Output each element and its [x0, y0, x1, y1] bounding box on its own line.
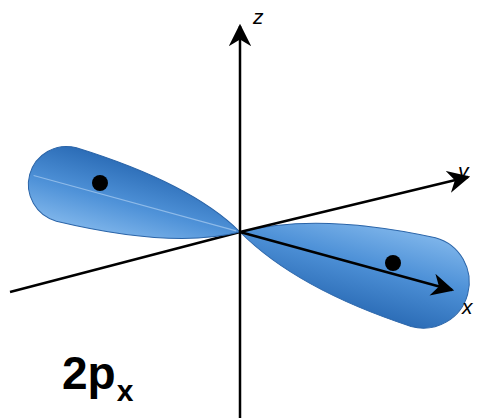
- orbital-lobe: [228, 188, 480, 339]
- orbital-subscript: x: [117, 376, 134, 406]
- orbital-name: 2p: [62, 350, 116, 396]
- lobe-dot: [92, 175, 108, 191]
- y-axis: [10, 232, 240, 292]
- axis-label: z: [253, 6, 264, 27]
- axis-label: y: [458, 160, 469, 181]
- z-axis: [239, 26, 242, 418]
- y-axis: [240, 177, 468, 232]
- lobe-dot: [385, 255, 401, 271]
- orbital-lobe: [20, 138, 250, 269]
- axis-label: x: [462, 296, 473, 317]
- x-axis: [240, 232, 452, 290]
